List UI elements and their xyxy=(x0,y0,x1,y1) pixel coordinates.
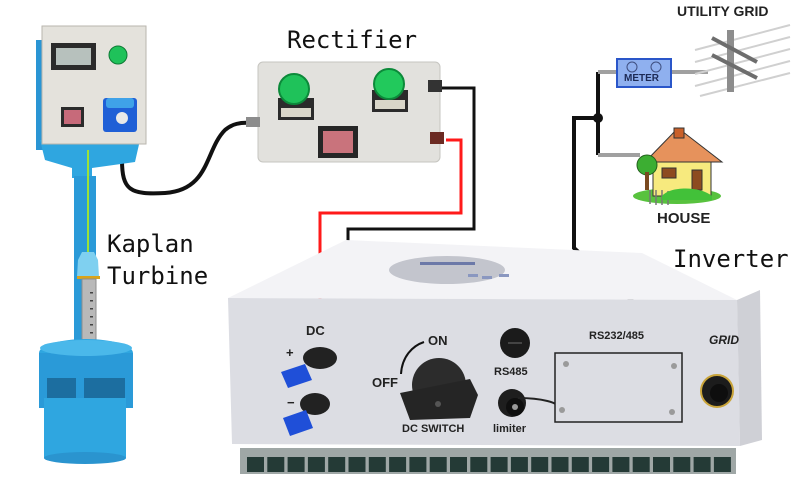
turbine-shaft-ring xyxy=(77,276,100,279)
turbine-draft-tube-bottom xyxy=(44,452,126,464)
house-icon xyxy=(633,127,724,205)
inverter-keypad xyxy=(468,274,509,279)
heatsink-fin xyxy=(368,457,386,472)
heatsink-fin xyxy=(287,457,305,472)
turbine-indicator-light xyxy=(108,45,128,65)
turbine-gauge-ticks xyxy=(90,292,93,334)
turbine-voltmeter-screen xyxy=(56,48,91,65)
turbine-to-rectifier-cable xyxy=(120,120,254,196)
limiter-label: limiter xyxy=(493,423,527,435)
heatsink-fin xyxy=(653,457,670,472)
heatsink-fin xyxy=(673,457,691,472)
meter-icon xyxy=(616,58,672,88)
heatsink-fin xyxy=(328,457,346,472)
house-label: HOUSE xyxy=(657,210,711,227)
heatsink-fin xyxy=(247,457,264,472)
switch-off-label: OFF xyxy=(372,375,398,390)
heatsink-fin xyxy=(713,457,731,472)
dc-negative-connector[interactable] xyxy=(283,393,330,436)
utility-pole-icon xyxy=(694,24,791,97)
heatsink-fin xyxy=(510,457,528,472)
heatsink-fin xyxy=(450,457,467,472)
dc-label: DC xyxy=(306,323,325,338)
rectifier-output-positive[interactable] xyxy=(430,132,444,144)
heatsink-fin xyxy=(389,457,407,472)
rectifier-lamp-left xyxy=(278,73,310,105)
rs485-cap-slot xyxy=(508,342,522,344)
rectifier-input-connector[interactable] xyxy=(246,117,260,127)
heatsink-fin xyxy=(571,457,589,472)
heatsink-fin xyxy=(409,457,427,472)
turbine-runner-strut xyxy=(76,376,84,400)
rs232-485-label: RS232/485 xyxy=(589,330,645,342)
heatsink-fin xyxy=(429,457,447,472)
junction-node xyxy=(593,113,603,123)
heatsink-fin xyxy=(551,457,569,472)
heatsink-fin xyxy=(612,457,630,472)
heatsink-fin xyxy=(490,457,508,472)
turbine-label-line1: Kaplan xyxy=(107,230,194,258)
dc-switch-knob[interactable] xyxy=(400,358,478,420)
grid-connector[interactable] xyxy=(700,374,734,408)
heatsink-fin xyxy=(267,457,285,472)
dc-switch-arrow-icon xyxy=(400,341,425,375)
utility-grid-label: UTILITY GRID xyxy=(677,3,769,19)
turbine-label-line2: Turbine xyxy=(107,262,209,290)
turbine-shaft-cap xyxy=(77,252,99,277)
turbine-top-highlight xyxy=(40,340,132,356)
turbine-power-switch-rocker xyxy=(64,110,81,124)
grid-port-label: GRID xyxy=(709,333,739,347)
heatsink-fin xyxy=(307,457,325,472)
turbine-socket-cover xyxy=(106,98,134,108)
dc-positive-connector[interactable] xyxy=(281,347,337,388)
heatsink-fin xyxy=(693,457,711,472)
rs485-label: RS485 xyxy=(494,366,528,378)
heatsink-fin xyxy=(348,457,366,472)
turbine-draft-tube xyxy=(44,398,126,458)
turbine-runner-window xyxy=(47,378,125,398)
heatsink-fin xyxy=(632,457,650,472)
rectifier-label: Rectifier xyxy=(287,26,418,54)
heatsink-fin xyxy=(531,457,549,472)
rectifier-output-negative[interactable] xyxy=(428,80,442,92)
dc-minus-label: − xyxy=(287,395,295,410)
inverter-lcd xyxy=(420,262,475,265)
dc-switch-label: DC SWITCH xyxy=(402,423,465,435)
rectifier-power-switch-rocker xyxy=(323,131,353,153)
rectifier-lamp-right xyxy=(373,68,405,100)
cover-plate-screws xyxy=(559,361,677,415)
meter-label: METER xyxy=(624,73,659,84)
inverter-display-panel xyxy=(389,256,505,284)
turbine-box-base xyxy=(40,140,140,178)
rectifier-lamp-right-plate xyxy=(375,100,405,109)
rs232-485-cover-plate[interactable] xyxy=(554,352,683,423)
inverter-label: Inverter xyxy=(673,245,789,273)
inverter-heatsink-fins xyxy=(247,457,731,472)
turbine-socket-plug xyxy=(116,112,128,124)
rectifier-lamp-left-plate xyxy=(281,108,311,117)
dc-plus-label: + xyxy=(286,345,294,360)
heatsink-fin xyxy=(592,457,610,472)
heatsink-fin xyxy=(470,457,488,472)
inverter-side-face xyxy=(737,290,762,446)
switch-on-label: ON xyxy=(428,333,448,348)
